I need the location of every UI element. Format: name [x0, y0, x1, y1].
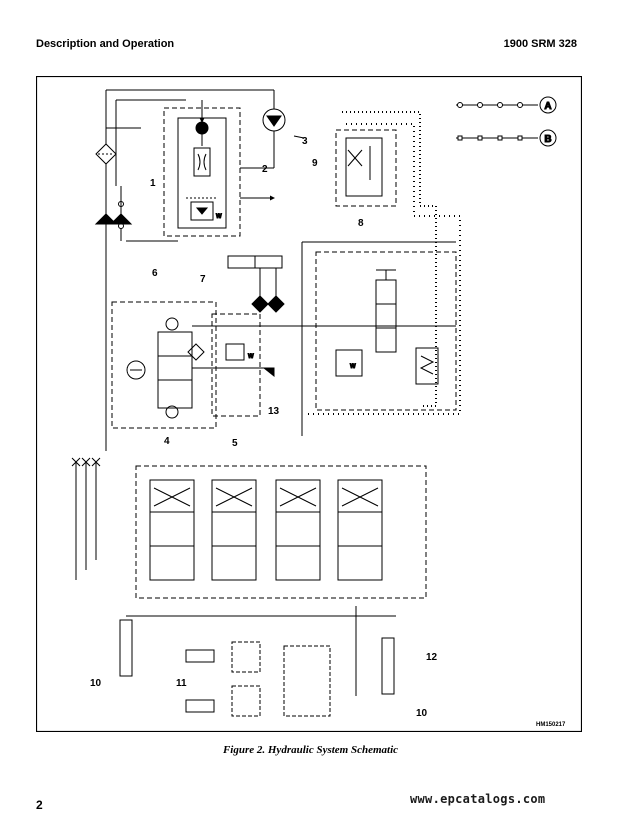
pump-internal: W — [177, 117, 227, 229]
x-marks — [71, 457, 101, 467]
callout-4: 4 — [164, 436, 170, 447]
schematic-frame: W A B — [36, 76, 582, 732]
valve-9-internal — [345, 137, 383, 197]
tilt-cylinder-upper — [185, 649, 215, 663]
svg-text:W: W — [350, 364, 356, 370]
valve-assembly-9 — [335, 129, 397, 207]
drawing-code: HM150217 — [536, 722, 566, 728]
valve-section-1 — [149, 479, 195, 581]
page-number: 2 — [36, 798, 43, 812]
page-header-left: Description and Operation — [36, 38, 175, 50]
priority-valve-6 — [111, 301, 217, 429]
callout-13: 13 — [268, 406, 280, 417]
lowering-valve — [283, 645, 331, 717]
svg-text:W: W — [216, 214, 222, 220]
callout-1: 1 — [150, 178, 156, 189]
hydraulic-schematic: W A B — [36, 76, 582, 732]
legend-b-label: B — [544, 134, 551, 145]
pilot-line-a — [342, 111, 437, 407]
hydraulic-tank — [94, 127, 141, 241]
callout-3: 3 — [302, 136, 308, 147]
callout-5: 5 — [232, 438, 238, 449]
callout-10-left: 10 — [90, 678, 102, 689]
callout-6: 6 — [152, 268, 158, 279]
watermark: www.epcatalogs.com — [410, 792, 546, 806]
callout-7: 7 — [200, 274, 206, 285]
page-header-right: 1900 SRM 328 — [503, 38, 577, 50]
callout-2: 2 — [262, 164, 268, 175]
main-control-valve-4 — [135, 465, 427, 599]
callout-10-right: 10 — [416, 708, 428, 719]
pump-assembly-2 — [163, 107, 241, 237]
main-pump-3 — [226, 89, 305, 169]
tilt-cylinder-lower — [185, 699, 215, 713]
check-valves-7 — [251, 268, 285, 313]
lift-cylinder-left — [119, 619, 133, 677]
svg-text:W: W — [248, 354, 254, 360]
flow-control-lower — [231, 685, 261, 717]
valve-section-2 — [211, 479, 257, 581]
callout-9: 9 — [312, 158, 318, 169]
lift-cylinder-right — [381, 637, 395, 695]
inner-valve-5 — [211, 313, 261, 417]
valve-section-4 — [337, 479, 383, 581]
steering-unit-8 — [315, 251, 457, 411]
valve-section-3 — [275, 479, 321, 581]
callout-labels: 1 2 3 4 5 6 7 8 9 10 11 12 13 10 HM15021… — [90, 136, 566, 728]
callout-12: 12 — [426, 652, 438, 663]
flow-control-upper — [231, 641, 261, 673]
steering-internal: W — [335, 269, 439, 385]
priority-internal: W — [126, 317, 275, 419]
legend-a-label: A — [544, 101, 551, 112]
callout-8: 8 — [358, 218, 364, 229]
callout-11: 11 — [176, 678, 187, 689]
pilot-line-b — [308, 123, 461, 415]
figure-caption: Figure 2. Hydraulic System Schematic — [222, 744, 399, 756]
diagram-border — [36, 76, 582, 732]
legend: A B — [456, 96, 557, 147]
